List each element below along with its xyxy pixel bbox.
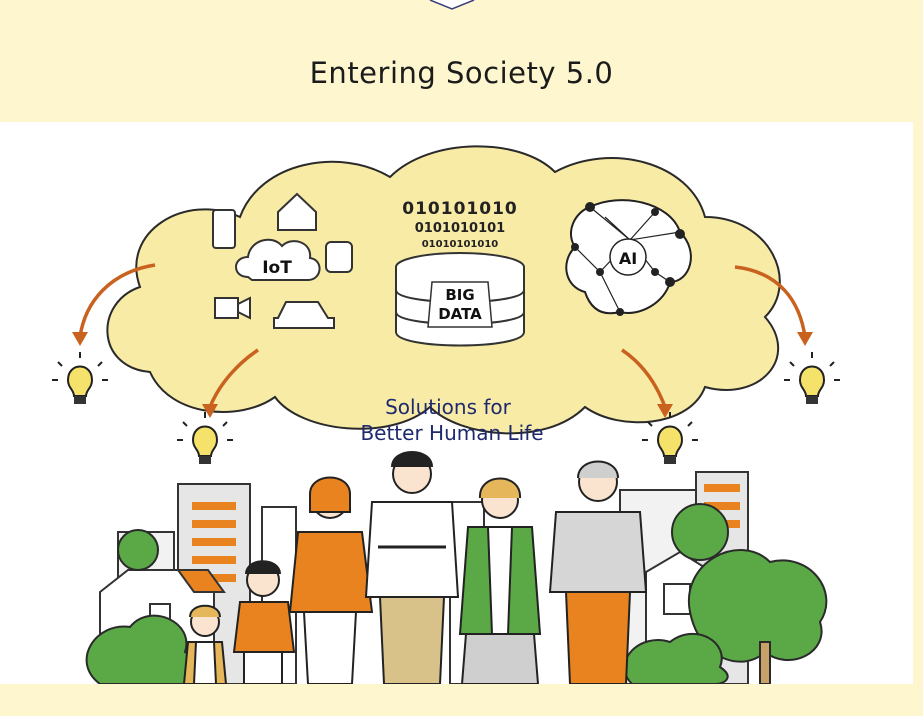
footer-band <box>0 684 923 716</box>
people <box>182 451 648 684</box>
binary-line-2: 0101010101 <box>415 221 505 236</box>
person-old-man <box>548 460 648 684</box>
arrows <box>78 263 807 408</box>
iot-cloud-icon <box>235 238 321 281</box>
bigdata-line-1: BIG <box>445 286 474 304</box>
binary-line-1: 010101010 <box>402 199 517 219</box>
caption-line-2: Better Human Life <box>360 421 543 445</box>
house-icon <box>277 192 317 231</box>
lightbulb-icon <box>52 352 108 404</box>
arrow-right-outer <box>734 265 807 338</box>
arrow-left-inner <box>208 348 259 408</box>
ai-brain-icon: AI <box>565 199 692 316</box>
caption-line-1: Solutions for <box>385 395 512 419</box>
person-girl <box>182 604 228 684</box>
bigdata-cluster: 010101010 0101010101 01010101010 BIG DAT… <box>395 199 525 347</box>
person-woman-green <box>458 477 542 684</box>
iot-label: IoT <box>262 258 292 278</box>
society-illustration: IoT 010101010 0101010101 01010101010 BIG… <box>0 122 913 684</box>
camera-icon <box>214 296 251 320</box>
badge-icon <box>429 0 475 10</box>
arrow-right-inner <box>621 348 667 408</box>
arrow-left-outer <box>78 263 156 338</box>
right-edge-band <box>913 122 923 684</box>
iot-cluster: IoT <box>212 192 353 329</box>
header-band: Entering Society 5.0 <box>0 0 923 122</box>
lightbulb-icon <box>784 352 840 404</box>
lightbulb-icon <box>642 412 698 464</box>
binary-line-3: 01010101010 <box>422 239 499 250</box>
car-icon <box>273 301 335 329</box>
ai-label: AI <box>619 249 637 268</box>
page-title: Entering Society 5.0 <box>309 56 614 90</box>
illustration-canvas: IoT 010101010 0101010101 01010101010 BIG… <box>52 145 840 684</box>
person-man-white-shirt <box>364 451 460 684</box>
person-boy <box>232 560 296 684</box>
smartwatch-icon <box>325 241 353 273</box>
smartphone-icon <box>212 209 236 249</box>
person-woman-orange <box>288 476 374 684</box>
bigdata-line-2: DATA <box>438 305 482 323</box>
trees <box>85 503 828 684</box>
lightbulb-icon <box>177 412 233 464</box>
database-icon <box>395 252 525 347</box>
